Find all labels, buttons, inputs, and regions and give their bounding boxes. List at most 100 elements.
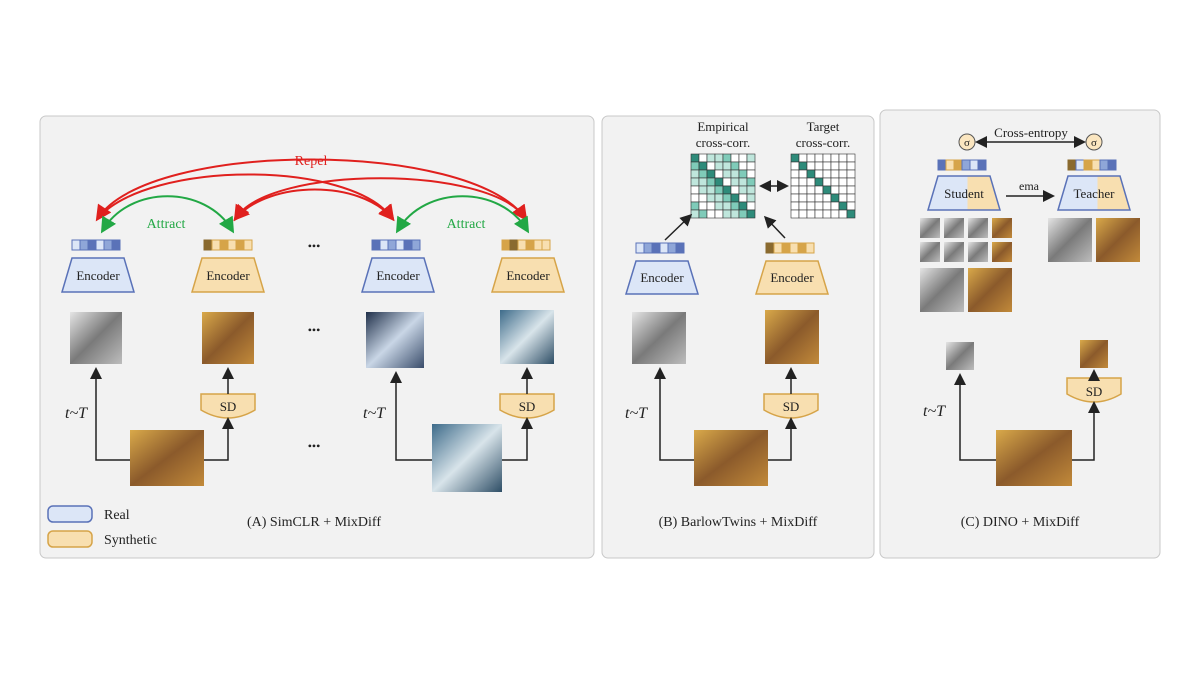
- connector-b-left: [654, 367, 694, 461]
- matrix-cell: [730, 185, 740, 195]
- matrix-cell: [814, 209, 824, 219]
- arrow-encoder-to-empirical-right: [763, 215, 786, 239]
- image-b-gray-turtle: [632, 312, 686, 364]
- encoder-real-2: Encoder: [360, 257, 436, 293]
- matrix-cell: [798, 161, 808, 171]
- svg-text:Encoder: Encoder: [770, 270, 814, 285]
- matrix-cell: [830, 161, 840, 171]
- empirical-label-line1: Empirical: [697, 119, 749, 134]
- sigma-teacher: σ: [1085, 133, 1103, 151]
- legend-real-swatch: [47, 505, 93, 523]
- encoder-real-1: Encoder: [60, 257, 136, 293]
- matrix-cell: [830, 153, 840, 163]
- matrix-cell: [690, 209, 700, 219]
- matrix-cell: [698, 209, 708, 219]
- svg-text:Encoder: Encoder: [640, 270, 684, 285]
- matrix-cell: [730, 209, 740, 219]
- matrix-cell: [814, 177, 824, 187]
- matrix-cell: [690, 193, 700, 203]
- matrix-cell: [822, 201, 832, 211]
- matrix-cell: [698, 169, 708, 179]
- image-source-turtle: [130, 430, 204, 486]
- matrix-cell: [846, 201, 856, 211]
- matrix-cell: [714, 201, 724, 211]
- target-label-line1: Target: [807, 119, 840, 134]
- svg-text:Encoder: Encoder: [376, 268, 420, 283]
- matrix-cell: [698, 161, 708, 171]
- matrix-cell: [790, 169, 800, 179]
- connector-c-left: [954, 373, 996, 461]
- matrix-cell: [738, 185, 748, 195]
- matrix-cell: [806, 201, 816, 211]
- empirical-matrix: [690, 153, 756, 219]
- encoder-b-synthetic: Encoder: [754, 260, 830, 295]
- matrix-cell: [690, 161, 700, 171]
- sd-block-1: SD: [200, 393, 256, 419]
- target-matrix: [790, 153, 856, 219]
- matrix-cell: [822, 161, 832, 171]
- ellipsis-sources: •••: [308, 439, 321, 453]
- image-gray-turtle: [70, 312, 122, 364]
- attract-label-left: Attract: [147, 217, 186, 232]
- matrix-cell: [790, 193, 800, 203]
- matrix-cell: [814, 153, 824, 163]
- matrix-cell: [838, 177, 848, 187]
- matrix-cell: [806, 153, 816, 163]
- matrix-cell: [838, 161, 848, 171]
- svg-text:SD: SD: [220, 399, 237, 414]
- matrix-cell: [790, 153, 800, 163]
- student-crops: [920, 218, 1012, 312]
- matrix-cell: [814, 201, 824, 211]
- image-c-synthetic-crop: [1080, 340, 1108, 368]
- svg-text:σ: σ: [1091, 137, 1097, 149]
- time-label-a2: t~T: [363, 405, 386, 422]
- svg-text:σ: σ: [964, 137, 970, 149]
- matrix-cell: [830, 177, 840, 187]
- repel-arc-4: [233, 188, 395, 222]
- matrix-cell: [790, 185, 800, 195]
- image-b-source-turtle: [694, 430, 768, 486]
- image-synthetic-pelican: [500, 310, 554, 364]
- matrix-cell: [746, 201, 756, 211]
- matrix-cell: [746, 169, 756, 179]
- matrix-cell: [798, 177, 808, 187]
- encoder-synthetic-2: Encoder: [490, 257, 566, 293]
- matrix-cell: [714, 169, 724, 179]
- sigma-student: σ: [958, 133, 976, 151]
- svg-text:Student: Student: [944, 186, 984, 201]
- matrix-cell: [838, 153, 848, 163]
- matrix-cell: [714, 161, 724, 171]
- matrix-cell: [806, 177, 816, 187]
- matrix-cell: [738, 161, 748, 171]
- matrix-cell: [706, 193, 716, 203]
- svg-text:SD: SD: [1086, 384, 1103, 399]
- matrix-cell: [706, 161, 716, 171]
- matrix-cell: [798, 185, 808, 195]
- matrix-cell: [822, 185, 832, 195]
- matrix-cell: [846, 185, 856, 195]
- matrix-cell: [822, 193, 832, 203]
- target-label-line2: cross-corr.: [796, 135, 851, 150]
- matrix-cell: [846, 193, 856, 203]
- matrix-cell: [698, 153, 708, 163]
- matrix-cell: [706, 153, 716, 163]
- matrix-cell: [722, 201, 732, 211]
- matrix-cell: [738, 177, 748, 187]
- svg-text:SD: SD: [519, 399, 536, 414]
- time-label-a1: t~T: [65, 405, 88, 422]
- sd-block-2: SD: [499, 393, 555, 419]
- matrix-cell: [838, 169, 848, 179]
- matrix-cell: [746, 153, 756, 163]
- matrix-cell: [830, 185, 840, 195]
- matrix-cell: [838, 209, 848, 219]
- matrix-cell: [822, 209, 832, 219]
- legend-real-label: Real: [104, 508, 130, 523]
- matrix-cell: [790, 201, 800, 211]
- matrix-cell: [798, 209, 808, 219]
- attract-arc-right: [395, 195, 530, 234]
- matrix-cell: [746, 185, 756, 195]
- repel-arc-3: [233, 177, 526, 222]
- feature-vector-real-1: [71, 239, 121, 251]
- matrix-cell: [806, 185, 816, 195]
